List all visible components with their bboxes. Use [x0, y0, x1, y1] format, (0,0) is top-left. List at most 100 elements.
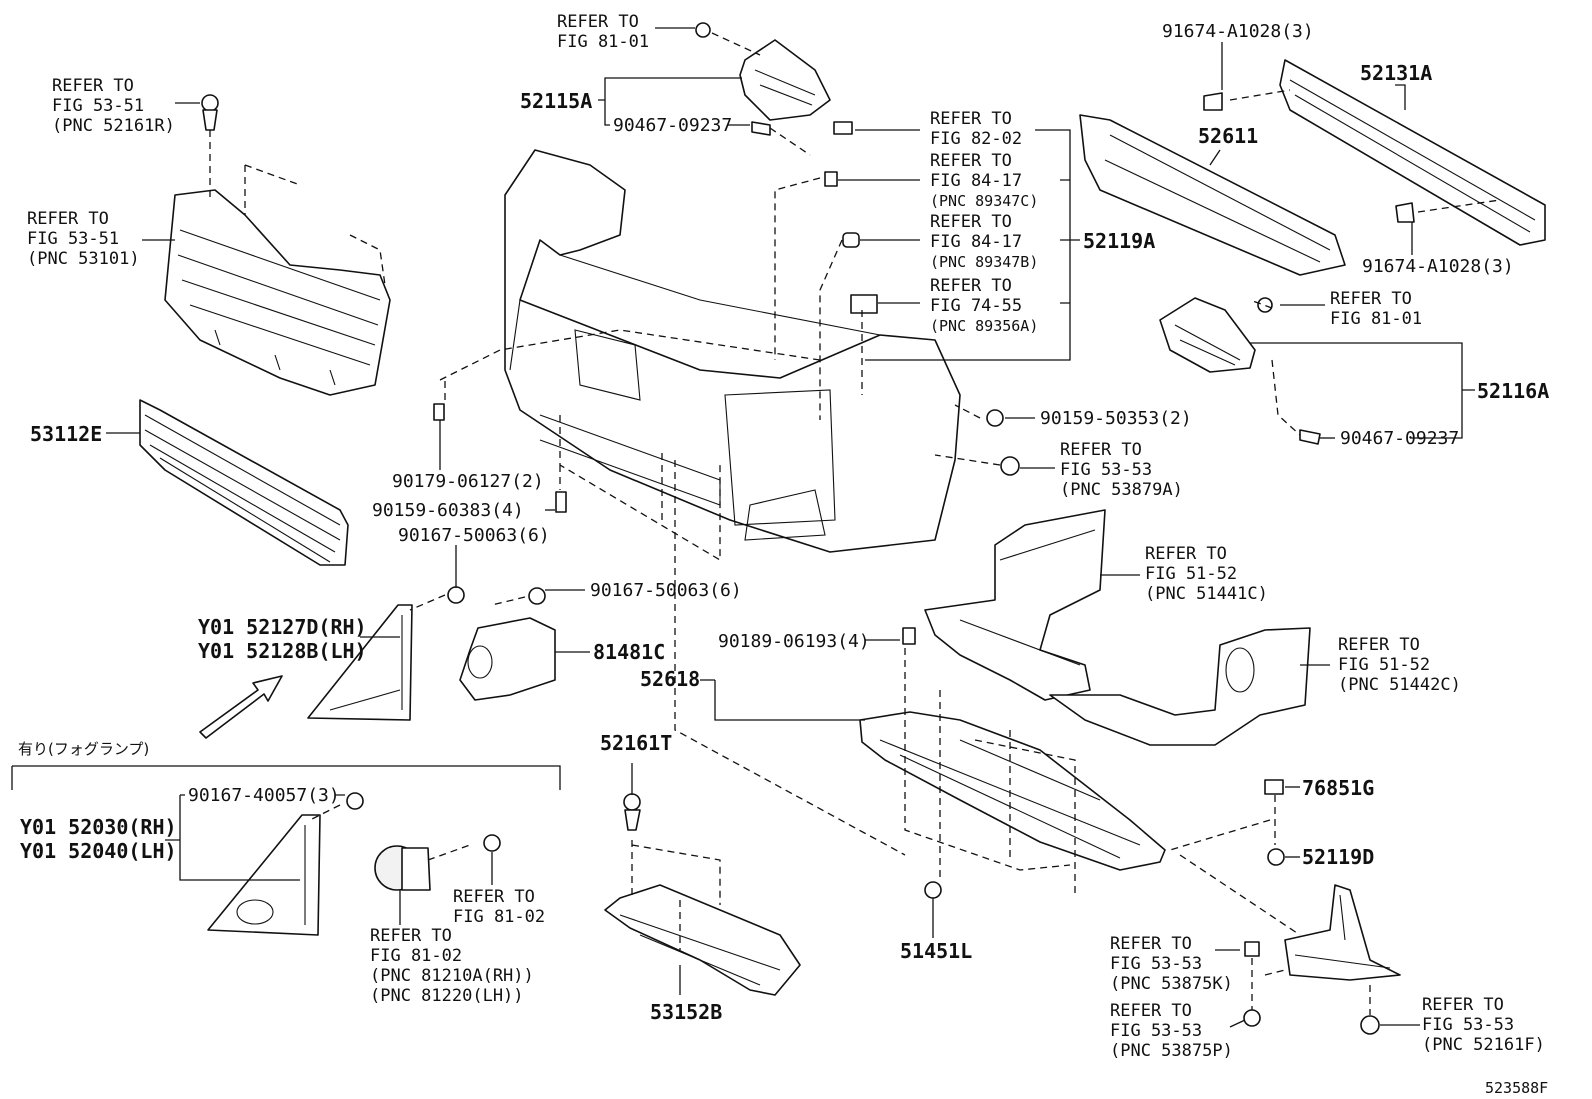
screw-90159-60383	[555, 491, 567, 513]
svg-text:FIG 53-53: FIG 53-53	[1110, 954, 1202, 974]
fog-bezel-52030[interactable]	[207, 814, 321, 936]
label-refer-53879A[interactable]: REFER TO FIG 53-53 (PNC 53879A)	[1060, 440, 1183, 500]
assembly-lines	[209, 32, 1501, 1015]
label-refer-52161R[interactable]: REFER TO FIG 53-51 (PNC 52161R)	[52, 76, 175, 136]
svg-text:REFER TO: REFER TO	[370, 926, 452, 946]
side-panel-lower-right[interactable]	[1284, 884, 1401, 981]
bolt-90467-top	[751, 121, 771, 136]
clip-90159-50353	[986, 409, 1004, 427]
bolt-90467-right	[1299, 429, 1321, 445]
label-90189-06193[interactable]: 90189-06193(4)	[718, 631, 870, 652]
label-refer-51442C[interactable]: REFER TO FIG 51-52 (PNC 51442C)	[1338, 635, 1461, 695]
label-52115A[interactable]: 52115A	[520, 89, 592, 113]
front-bumper-cover[interactable]	[504, 149, 961, 553]
label-91674-mid[interactable]: 91674-A1028(3)	[1362, 256, 1514, 277]
svg-text:FIG 81-01: FIG 81-01	[557, 32, 649, 52]
svg-text:FIG 51-52: FIG 51-52	[1145, 564, 1237, 584]
clip-89347B	[842, 232, 860, 248]
bumper-reinforcement[interactable]	[1279, 59, 1546, 246]
svg-text:REFER TO: REFER TO	[557, 12, 639, 32]
label-52128B[interactable]: Y01 52128B(LH)	[198, 639, 367, 663]
plug-89356A	[850, 294, 878, 314]
fog-cover-81481C[interactable]	[459, 617, 556, 701]
svg-text:REFER TO: REFER TO	[1422, 995, 1504, 1015]
svg-text:(PNC 52161F): (PNC 52161F)	[1422, 1035, 1545, 1055]
label-52030[interactable]: Y01 52030(RH)	[20, 815, 177, 839]
label-52116A[interactable]: 52116A	[1477, 379, 1549, 403]
label-refer-82-02[interactable]: REFER TO FIG 82-02	[930, 109, 1022, 149]
svg-text:(PNC 81220(LH)): (PNC 81220(LH))	[370, 986, 524, 1006]
lower-spoiler[interactable]	[604, 884, 801, 996]
fog-lamp-note: 有り(フォグランプ)	[18, 740, 149, 758]
svg-text:(PNC 89356A): (PNC 89356A)	[930, 317, 1038, 335]
label-refer-81-01-top[interactable]: REFER TO FIG 81-01	[557, 12, 649, 52]
svg-text:REFER TO: REFER TO	[930, 212, 1012, 232]
svg-text:FIG 82-02: FIG 82-02	[930, 129, 1022, 149]
fog-lamp[interactable]	[374, 845, 431, 891]
garnish-52127D[interactable]	[307, 604, 413, 721]
clip-82-02	[833, 121, 853, 135]
leader-lines	[106, 27, 1475, 1028]
energy-absorber[interactable]	[1079, 114, 1346, 276]
label-refer-81210A[interactable]: REFER TO FIG 81-02 (PNC 81210A(RH)) (PNC…	[370, 926, 534, 1006]
label-refer-81-01-right[interactable]: REFER TO FIG 81-01	[1330, 289, 1422, 329]
svg-text:FIG 84-17: FIG 84-17	[930, 232, 1022, 252]
svg-text:REFER TO: REFER TO	[1338, 635, 1420, 655]
svg-text:REFER TO: REFER TO	[1110, 934, 1192, 954]
label-90467-09237-top[interactable]: 90467-09237	[613, 115, 732, 136]
label-52131A[interactable]: 52131A	[1360, 61, 1432, 85]
label-refer-52161F[interactable]: REFER TO FIG 53-53 (PNC 52161F)	[1422, 995, 1545, 1055]
svg-text:FIG 74-55: FIG 74-55	[930, 296, 1022, 316]
svg-text:(PNC 81210A(RH)): (PNC 81210A(RH))	[370, 966, 534, 986]
svg-text:(PNC 53101): (PNC 53101)	[27, 249, 140, 269]
upper-grille[interactable]	[164, 189, 391, 396]
fender-liner-51441C[interactable]	[924, 509, 1106, 701]
bracket-52116A[interactable]	[1159, 297, 1256, 373]
splash-shield-51442C[interactable]	[1049, 627, 1311, 746]
label-52618[interactable]: 52618	[640, 667, 700, 691]
label-52611[interactable]: 52611	[1198, 124, 1258, 148]
label-76851G[interactable]: 76851G	[1302, 776, 1374, 800]
bolt-52119D	[1267, 848, 1285, 866]
bracket-52115A[interactable]	[739, 39, 831, 121]
label-81481C[interactable]: 81481C	[593, 640, 665, 664]
label-90167-50063-left[interactable]: 90167-50063(6)	[398, 525, 550, 546]
label-52119A[interactable]: 52119A	[1083, 229, 1155, 253]
lower-grille[interactable]	[139, 399, 349, 566]
engine-under-cover[interactable]	[859, 711, 1166, 871]
label-refer-53875P[interactable]: REFER TO FIG 53-53 (PNC 53875P)	[1110, 1001, 1233, 1061]
svg-text:REFER TO: REFER TO	[1145, 544, 1227, 564]
label-90179-06127[interactable]: 90179-06127(2)	[392, 471, 544, 492]
label-refer-51441C[interactable]: REFER TO FIG 51-52 (PNC 51441C)	[1145, 544, 1268, 604]
label-53112E[interactable]: 53112E	[30, 422, 102, 446]
label-90167-40057[interactable]: 90167-40057(3)	[188, 785, 340, 806]
svg-text:REFER TO: REFER TO	[27, 209, 109, 229]
label-90159-50353[interactable]: 90159-50353(2)	[1040, 408, 1192, 429]
label-52127D[interactable]: Y01 52127D(RH)	[198, 615, 367, 639]
label-52161T[interactable]: 52161T	[600, 731, 672, 755]
label-53152B[interactable]: 53152B	[650, 1000, 722, 1024]
label-90167-50063-mid[interactable]: 90167-50063(6)	[590, 580, 742, 601]
svg-text:REFER TO: REFER TO	[1110, 1001, 1192, 1021]
label-refer-89347C[interactable]: REFER TO FIG 84-17 (PNC 89347C)	[930, 151, 1038, 210]
svg-text:REFER TO: REFER TO	[930, 109, 1012, 129]
label-refer-89356A[interactable]: REFER TO FIG 74-55 (PNC 89356A)	[930, 276, 1038, 335]
clip-52161T	[623, 793, 641, 811]
label-90159-60383[interactable]: 90159-60383(4)	[372, 500, 524, 521]
label-90467-09237-right[interactable]: 90467-09237	[1340, 428, 1459, 449]
label-refer-53875K[interactable]: REFER TO FIG 53-53 (PNC 53875K)	[1110, 934, 1233, 994]
svg-text:REFER TO: REFER TO	[1060, 440, 1142, 460]
label-51451L[interactable]: 51451L	[900, 939, 972, 963]
label-refer-89347B[interactable]: REFER TO FIG 84-17 (PNC 89347B)	[930, 212, 1038, 271]
label-52040[interactable]: Y01 52040(LH)	[20, 839, 177, 863]
label-52119D[interactable]: 52119D	[1302, 845, 1374, 869]
screw-81-02	[483, 834, 501, 852]
clip-53875K	[1244, 941, 1260, 957]
label-refer-81-02-a[interactable]: REFER TO FIG 81-02	[453, 887, 545, 927]
clip-53879A	[1000, 456, 1020, 476]
diagram-id: 523588F	[1485, 1079, 1548, 1097]
label-refer-53101[interactable]: REFER TO FIG 53-51 (PNC 53101)	[27, 209, 140, 269]
clip-53875P	[1243, 1009, 1261, 1027]
label-91674-top[interactable]: 91674-A1028(3)	[1162, 21, 1314, 42]
